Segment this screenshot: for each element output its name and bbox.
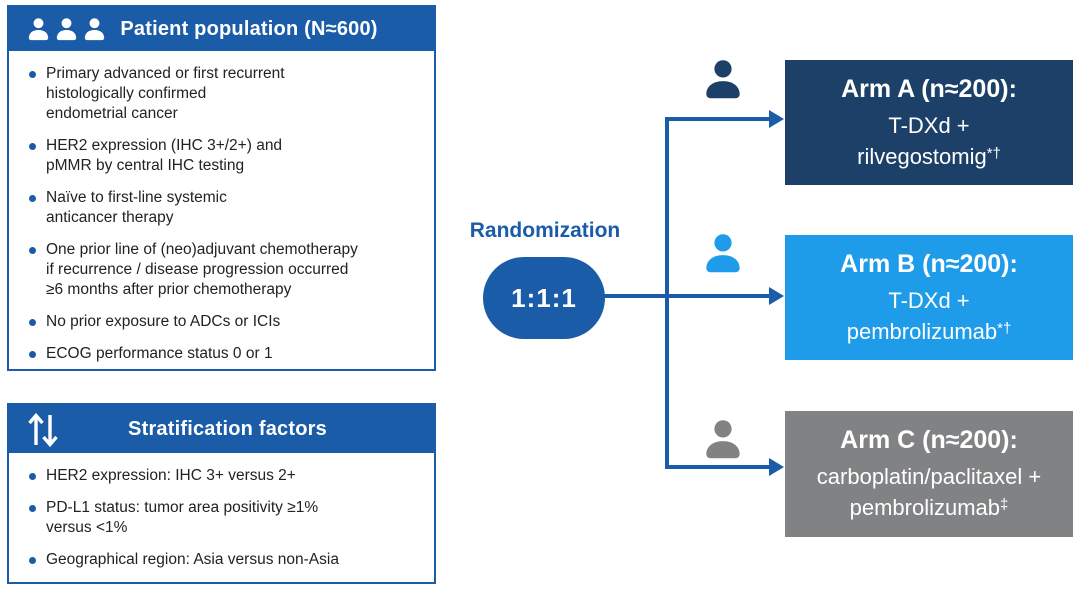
randomization-ratio-pill: 1:1:1 [483,257,605,339]
bullet-icon [29,505,36,512]
bullet-icon [29,351,36,358]
arm-c-treatment-line2: pembrolizumab‡ [849,495,1009,520]
bullet-icon [29,557,36,564]
connector-line-main [604,294,770,298]
footnote-marker: *† [997,320,1012,337]
arm-c-box: Arm C (n≈200): carboplatin/paclitaxel + … [785,411,1073,537]
stratification-body: HER2 expression: IHC 3+ versus 2+ PD-L1 … [9,453,434,570]
arrow-icon [769,287,784,305]
arm-b-box: Arm B (n≈200): T-DXd + pembrolizumab*† [785,235,1073,360]
bullet-icon [29,195,36,202]
patient-population-title: Patient population (N≈600) [120,17,378,40]
list-item: HER2 expression: IHC 3+ versus 2+ [29,466,426,486]
stratification-title: Stratification factors [128,417,327,440]
person-icon [700,416,746,464]
list-item: No prior exposure to ADCs or ICIs [29,312,426,332]
person-icon [700,230,746,278]
bullet-icon [29,143,36,150]
patient-group-icon [25,16,108,43]
bullet-icon [29,247,36,254]
connector-line-arm-c [667,465,770,469]
connector-line-arm-a [667,117,770,121]
randomization-label: Randomization [469,219,621,242]
connector-line-vertical [665,117,669,469]
arm-b-treatment-line1: T-DXd + [888,288,970,313]
arm-a-box: Arm A (n≈200): T-DXd + rilvegostomig*† [785,60,1073,185]
arm-c-title: Arm C (n≈200): [840,426,1018,454]
arm-b-title: Arm B (n≈200): [840,250,1018,278]
bullet-icon [29,71,36,78]
list-item: One prior line of (neo)adjuvant chemothe… [29,240,426,300]
list-item: HER2 expression (IHC 3+/2+) and pMMR by … [29,136,426,176]
bullet-icon [29,319,36,326]
arm-a-treatment-line1: T-DXd + [888,113,970,138]
patient-population-body: Primary advanced or first recurrent hist… [9,51,434,364]
arrow-icon [769,110,784,128]
list-item: ECOG performance status 0 or 1 [29,344,426,364]
list-item: PD-L1 status: tumor area positivity ≥1% … [29,498,426,538]
patient-population-panel: Patient population (N≈600) Primary advan… [7,5,436,371]
up-down-arrows-icon [25,409,61,449]
stratification-header: Stratification factors [9,405,434,453]
list-item: Primary advanced or first recurrent hist… [29,64,426,124]
arm-c-treatment-line1: carboplatin/paclitaxel + [816,464,1042,489]
arm-a-title: Arm A (n≈200): [841,75,1017,103]
person-icon [700,56,746,104]
footnote-marker: *† [986,145,1001,162]
bullet-icon [29,473,36,480]
arm-b-treatment-line2: pembrolizumab*† [846,319,1012,344]
stratification-panel: Stratification factors HER2 expression: … [7,403,436,584]
patient-population-header: Patient population (N≈600) [9,7,434,51]
arm-a-treatment-line2: rilvegostomig*† [857,144,1001,169]
footnote-marker: ‡ [1000,496,1009,513]
list-item: Geographical region: Asia versus non-Asi… [29,550,426,570]
arrow-icon [769,458,784,476]
list-item: Naïve to first-line systemic anticancer … [29,188,426,228]
